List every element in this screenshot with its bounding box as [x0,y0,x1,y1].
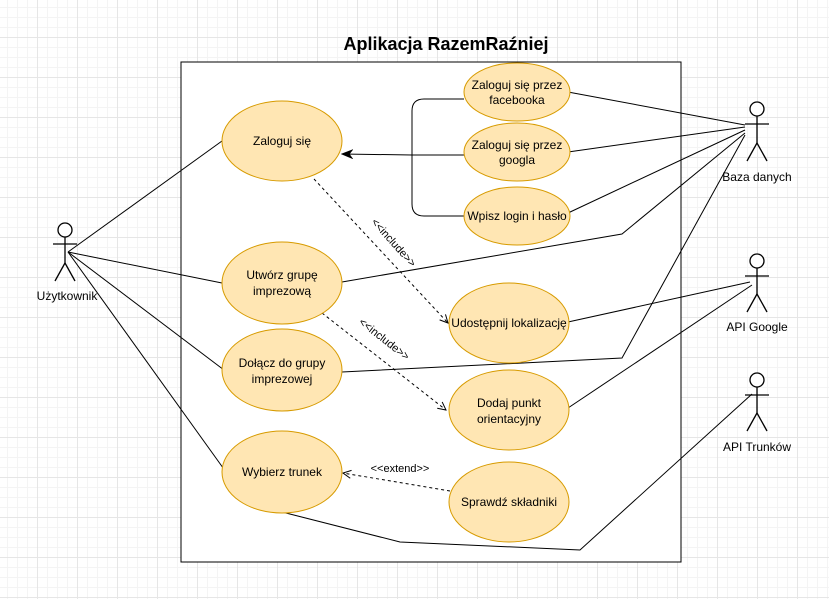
use-case-login-facebook[interactable]: Zaloguj się przez facebooka [463,62,571,122]
extend-arrow [343,473,451,492]
login-variants-bracket [411,98,464,217]
svg-text:Dodaj punkt: Dodaj punkt [477,396,542,410]
actor-database[interactable]: Baza danych [722,101,792,184]
user-associations [67,140,227,473]
svg-text:orientacyjny: orientacyjny [477,412,541,426]
google-associations [567,281,753,409]
use-case-join-group[interactable]: Dołącz do grupy imprezowej [221,328,343,412]
svg-text:Zaloguj się: Zaloguj się [253,134,311,148]
use-case-share-location[interactable]: Udostępnij lokalizację [448,282,570,364]
actor-api-trunki[interactable]: API Trunków [723,372,791,454]
actor-api-google[interactable]: API Google [726,253,788,334]
svg-text:facebooka: facebooka [489,93,545,107]
actor-database-label: Baza danych [722,170,791,184]
use-case-check-ingredients[interactable]: Sprawdź składniki [448,461,570,543]
svg-text:imprezową: imprezową [253,284,311,298]
actor-user-label: Użytkownik [37,289,99,303]
use-case-choose-drink[interactable]: Wybierz trunek [221,430,343,514]
actor-api-google-label: API Google [726,320,788,334]
extend-label: <<extend>> [371,463,430,475]
svg-text:Dołącz do grupy: Dołącz do grupy [239,356,326,370]
use-case-login-password[interactable]: Wpisz login i hasło [463,186,571,246]
svg-text:Wpisz login i hasło: Wpisz login i hasło [467,209,567,223]
use-case-create-group[interactable]: Utwórz grupę imprezową [221,241,343,325]
svg-text:Zaloguj się przez: Zaloguj się przez [472,78,563,92]
use-case-zaloguj[interactable]: Zaloguj się [221,100,343,182]
diagram-title: Aplikacja RazemRaźniej [343,34,548,54]
use-case-login-google[interactable]: Zaloguj się przez googla [463,122,571,182]
actor-api-trunki-label: API Trunków [723,440,791,454]
svg-text:Utwórz grupę: Utwórz grupę [246,268,318,282]
include-arrow-2 [321,312,446,410]
db-associations [341,91,746,373]
use-case-add-landmark[interactable]: Dodaj punkt orientacyjny [448,369,570,451]
svg-text:Wybierz trunek: Wybierz trunek [242,465,323,479]
svg-text:Sprawdź składniki: Sprawdź składniki [461,495,557,509]
actor-user[interactable]: Użytkownik [37,222,99,303]
generalization-arrow [342,154,413,155]
include-arrow-1 [313,178,448,323]
svg-text:Udostępnij lokalizację: Udostępnij lokalizację [451,316,567,330]
svg-text:imprezowej: imprezowej [252,372,313,386]
svg-text:googla: googla [499,153,535,167]
svg-text:Zaloguj się przez: Zaloguj się przez [472,138,563,152]
trunki-association [281,393,753,551]
